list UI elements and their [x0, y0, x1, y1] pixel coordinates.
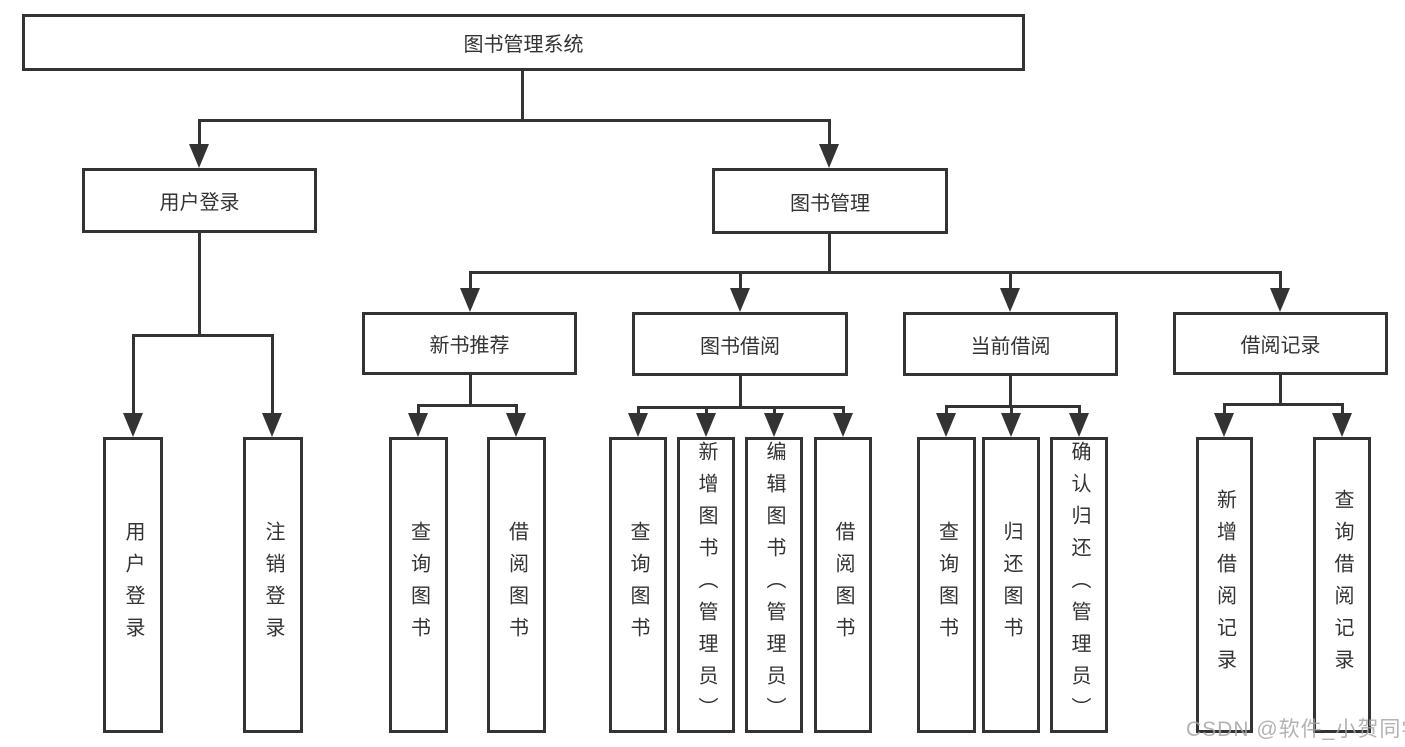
node-label: 用户登录 — [159, 192, 240, 214]
connector-line — [945, 405, 948, 416]
connector-line — [1010, 405, 1013, 416]
connector-line — [739, 271, 742, 291]
node-label: 归还图书 — [1000, 521, 1022, 649]
connector-line — [1223, 403, 1226, 416]
arrow-down-icon — [696, 413, 716, 437]
connector-line — [515, 404, 518, 416]
node-label: 新增借阅记录 — [1213, 489, 1236, 681]
arrow-down-icon — [506, 413, 526, 437]
node-add-borrow-record: 新增借阅记录 — [1196, 437, 1253, 733]
arrow-down-icon — [1332, 413, 1352, 437]
connector-line — [828, 234, 831, 274]
connector-line — [469, 271, 1282, 274]
connector-line — [637, 406, 640, 416]
node-logout-action: 注销登录 — [243, 437, 303, 733]
arrow-down-icon — [819, 144, 839, 168]
node-label: 查询图书 — [627, 521, 649, 649]
csdn-watermark: CSDN @软件_小贺同学 — [1186, 718, 1405, 741]
node-label: 图书管理 — [790, 192, 870, 215]
connector-line — [1009, 376, 1012, 408]
arrow-down-icon — [1001, 413, 1021, 437]
connector-line — [198, 119, 201, 146]
arrow-down-icon — [628, 413, 648, 437]
arrow-down-icon — [189, 144, 209, 168]
node-current-borrowing: 当前借阅 — [903, 312, 1118, 376]
node-label: 新增图书（管理员） — [695, 441, 717, 729]
arrow-down-icon — [123, 413, 143, 437]
node-label: 编辑图书（管理员） — [763, 441, 785, 729]
node-query-borrow-record: 查询借阅记录 — [1313, 437, 1371, 733]
connector-line — [945, 405, 1081, 408]
arrow-down-icon — [1270, 288, 1290, 312]
connector-line — [842, 406, 845, 416]
connector-line — [637, 406, 845, 409]
arrow-down-icon — [460, 288, 480, 312]
connector-line — [469, 375, 472, 407]
arrow-down-icon — [1000, 288, 1020, 312]
connector-line — [469, 271, 472, 291]
connector-line — [271, 334, 274, 416]
connector-line — [773, 406, 776, 416]
node-user-login: 用户登录 — [82, 168, 317, 233]
connector-line — [1078, 405, 1081, 416]
arrow-down-icon — [833, 413, 853, 437]
node-query-books-borrowing: 查询图书 — [609, 437, 667, 733]
connector-line — [417, 404, 420, 416]
node-label: 借阅图书 — [505, 521, 528, 649]
node-library-management-system: 图书管理系统 — [22, 14, 1025, 71]
connector-line — [705, 406, 708, 416]
connector-line — [1341, 403, 1344, 416]
node-label: 用户登录 — [122, 521, 144, 649]
node-label: 查询图书 — [935, 521, 958, 649]
node-borrow-books: 借阅图书 — [814, 437, 872, 733]
connector-line — [1279, 271, 1282, 291]
node-label: 查询借阅记录 — [1331, 489, 1353, 681]
node-label: 当前借阅 — [970, 335, 1051, 358]
node-label: 图书管理系统 — [463, 34, 584, 56]
arrow-down-icon — [408, 413, 428, 437]
node-label: 确认归还（管理员） — [1068, 441, 1090, 729]
node-query-books-current: 查询图书 — [917, 437, 976, 733]
arrow-down-icon — [936, 413, 956, 437]
connector-line — [198, 233, 201, 336]
arrow-down-icon — [1069, 413, 1089, 437]
node-label: 借阅记录 — [1240, 335, 1321, 357]
node-new-book-recommendation: 新书推荐 — [362, 312, 577, 375]
connector-line — [1279, 375, 1282, 406]
node-label: 查询图书 — [407, 521, 430, 649]
connector-line — [132, 334, 274, 337]
arrow-down-icon — [764, 413, 784, 437]
connector-line — [739, 376, 742, 409]
node-edit-books-admin: 编辑图书（管理员） — [745, 437, 803, 733]
node-query-books-recommend: 查询图书 — [389, 437, 448, 733]
arrow-down-icon — [730, 288, 750, 312]
connector-line — [1009, 271, 1012, 291]
node-borrow-books-recommend: 借阅图书 — [487, 437, 546, 733]
node-label: 借阅图书 — [832, 521, 854, 649]
connector-line — [198, 119, 831, 122]
connector-line — [1223, 403, 1344, 406]
arrow-down-icon — [262, 413, 282, 437]
node-borrowing-records: 借阅记录 — [1173, 312, 1388, 375]
node-add-books-admin: 新增图书（管理员） — [677, 437, 735, 733]
node-book-management: 图书管理 — [712, 168, 948, 234]
node-confirm-return-admin: 确认归还（管理员） — [1050, 437, 1108, 733]
node-label: 注销登录 — [262, 521, 284, 649]
connector-line — [417, 404, 518, 407]
node-label: 新书推荐 — [429, 335, 510, 357]
node-return-books: 归还图书 — [982, 437, 1040, 733]
node-label: 图书借阅 — [700, 335, 780, 358]
node-book-borrowing: 图书借阅 — [632, 312, 848, 376]
connector-line — [521, 71, 524, 120]
connector-line — [132, 334, 135, 416]
connector-line — [828, 119, 831, 146]
arrow-down-icon — [1214, 413, 1234, 437]
node-user-login-action: 用户登录 — [103, 437, 163, 733]
